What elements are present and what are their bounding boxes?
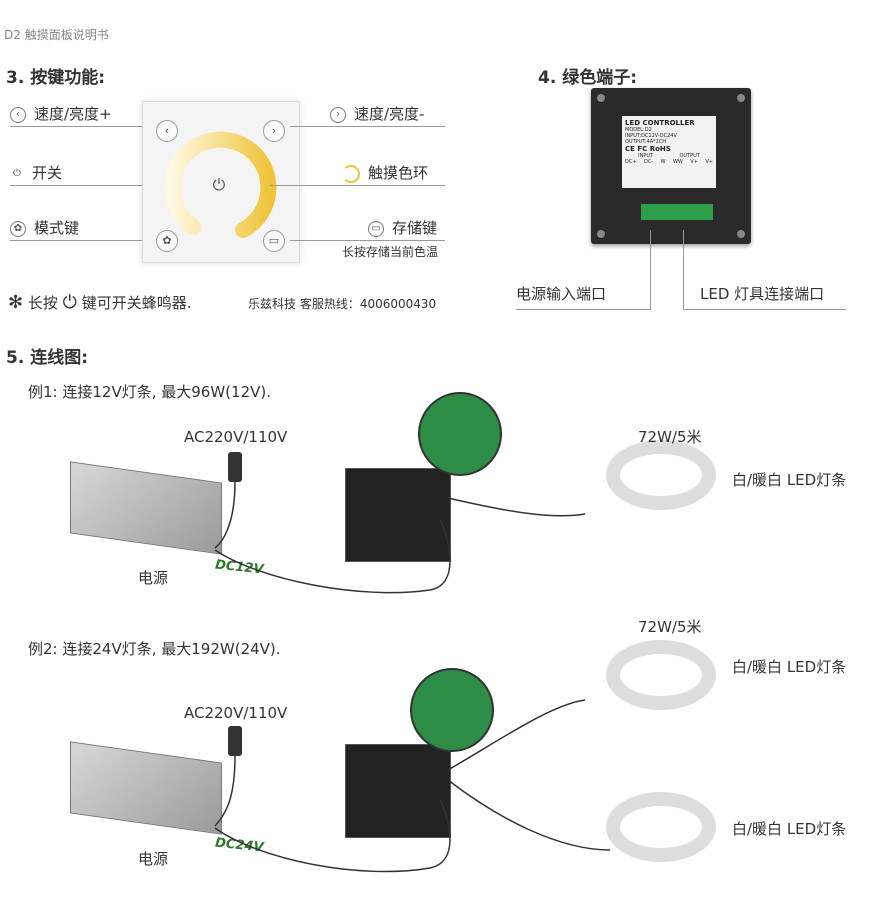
example2-dc-label: DC24V: [214, 835, 265, 856]
example1-ac-label: AC220V/110V: [184, 428, 288, 446]
contact-line: 乐兹科技 客服热线：4006000430: [248, 297, 437, 311]
callout-line: [650, 230, 651, 310]
example2-caption: 例2: 连接24V灯条, 最大192W(24V).: [28, 640, 281, 658]
left-label-power: ⏻开关: [10, 162, 62, 183]
section4-title: 4. 绿色端子:: [538, 68, 638, 88]
example2-strip-label-2: 白/暖白 LED灯条: [732, 820, 847, 838]
color-ring: [164, 131, 277, 238]
callout-line: [10, 240, 150, 241]
screw-icon: [737, 230, 745, 238]
power-supply-icon: [70, 461, 222, 555]
led-port-label: LED 灯具连接端口: [700, 285, 825, 303]
speed-up-button-icon: ‹: [156, 120, 178, 142]
mode-icon: ✿: [10, 220, 26, 237]
color-ring-icon: [342, 164, 360, 183]
example2-strip-power: 72W/5米: [638, 618, 702, 636]
plug-icon: [228, 726, 242, 756]
callout-line: [10, 126, 150, 127]
chevron-right-icon: ›: [330, 106, 346, 123]
example1-strip-power: 72W/5米: [638, 428, 702, 446]
controller-back: LED CONTROLLER MODEL:D2 INPUT:DC12V-DC24…: [591, 88, 751, 244]
asterisk-icon: ✻: [8, 292, 24, 313]
store-icon: ▭: [368, 220, 384, 237]
screw-icon: [597, 94, 605, 102]
speed-down-button-icon: ›: [263, 120, 285, 142]
section3-title: 3. 按键功能:: [6, 68, 106, 88]
example2-psu-label: 电源: [138, 850, 169, 868]
screw-icon: [737, 94, 745, 102]
left-label-mode: ✿模式键: [10, 217, 79, 238]
example2-ac-label: AC220V/110V: [184, 704, 288, 722]
callout-line: [10, 185, 200, 186]
example1-caption: 例1: 连接12V灯条, 最大96W(12V).: [28, 383, 271, 401]
screw-icon: [597, 230, 605, 238]
store-note: 长按存储当前色温: [342, 245, 439, 259]
callout-line: [516, 309, 650, 310]
callout-line: [290, 126, 445, 127]
example1-psu-label: 电源: [138, 569, 169, 587]
example1-dc-label: DC12V: [214, 557, 265, 578]
right-label-store: ▭存储键: [368, 217, 437, 238]
section5-title: 5. 连线图:: [6, 348, 89, 368]
terminal-zoom-icon: [410, 668, 494, 752]
green-terminal-block: [641, 204, 713, 220]
led-strip-icon: [606, 640, 716, 710]
callout-line: [683, 309, 846, 310]
plug-icon: [228, 452, 242, 482]
power-icon: ⏻: [13, 167, 21, 179]
example2-strip-label-1: 白/暖白 LED灯条: [732, 658, 847, 676]
product-label: LED CONTROLLER MODEL:D2 INPUT:DC12V-DC24…: [622, 116, 716, 188]
callout-line: [683, 230, 684, 310]
callout-line: [270, 185, 445, 186]
buzzer-note: ✻ 长按 ⏻ 键可开关蜂鸣器.: [8, 292, 192, 313]
mode-button-icon: ✿: [156, 230, 178, 252]
controller-icon: [345, 468, 451, 562]
power-button-icon: ⏻: [212, 175, 226, 194]
label-pins: DC+ DC- W WW V+ V+: [625, 159, 713, 165]
power-supply-icon: [70, 741, 222, 835]
power-port-label: 电源输入端口: [516, 285, 607, 303]
left-label-speed-up: ‹速度/亮度+: [10, 103, 112, 124]
chevron-left-icon: ‹: [10, 106, 26, 123]
right-label-speed-down: ›速度/亮度-: [330, 103, 424, 124]
touch-panel: ‹ › ⏻ ✿ ▭: [142, 101, 300, 263]
led-strip-icon: [606, 792, 716, 862]
led-strip-icon: [606, 440, 716, 510]
store-button-icon: ▭: [263, 230, 285, 252]
controller-icon: [345, 744, 451, 838]
right-label-ring: 触摸色环: [342, 162, 428, 183]
power-icon: ⏻: [62, 292, 77, 313]
callout-line: [290, 240, 445, 241]
example1-strip-label: 白/暖白 LED灯条: [732, 471, 847, 489]
terminal-zoom-icon: [418, 392, 502, 476]
document-title: D2 触摸面板说明书: [4, 28, 109, 42]
label-sections: INPUT OUTPUT: [638, 153, 700, 159]
